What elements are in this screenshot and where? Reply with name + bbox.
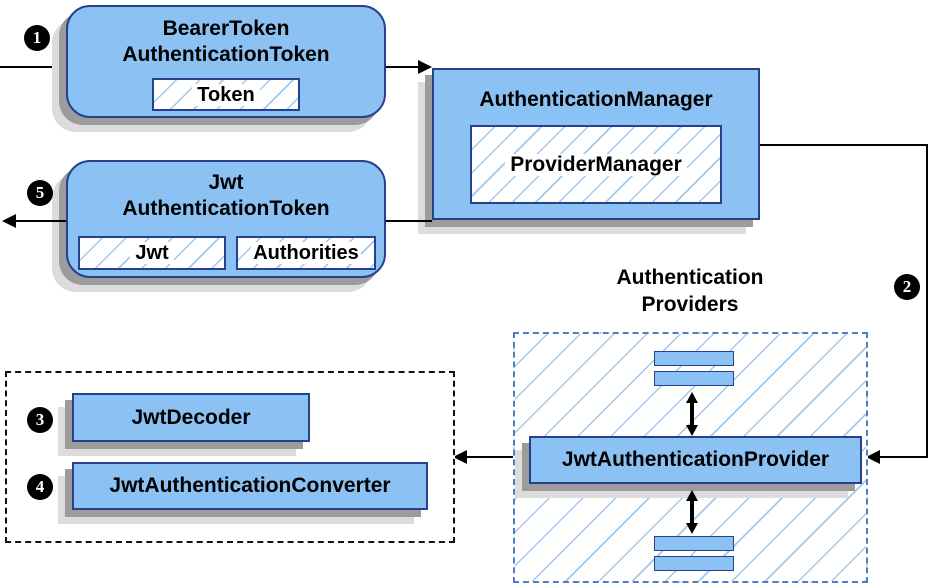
other-provider-bar: [654, 371, 734, 386]
jwt-authentication-provider-label: JwtAuthenticationProvider: [561, 448, 830, 471]
jwt-chip-label: Jwt: [130, 242, 174, 264]
provider-manager-chip: ProviderManager: [470, 125, 722, 204]
jwt-authentication-converter-box: JwtAuthenticationConverter: [72, 462, 428, 510]
authentication-manager-title: AuthenticationManager: [479, 88, 713, 111]
step-2-number: 2: [902, 277, 912, 296]
providers-label-line2: Providers: [641, 293, 739, 316]
step-1-number: 1: [32, 28, 42, 47]
jwt-authentication-provider-box: JwtAuthenticationProvider: [529, 436, 862, 484]
step-4-number: 4: [35, 477, 45, 496]
bearer-token-box-title-line1: BearerToken: [162, 17, 290, 40]
step-2-line-vertical: [926, 144, 928, 458]
step-4-badge: 4: [27, 474, 53, 500]
provider-to-decoder-line: [467, 456, 513, 458]
step-1-badge: 1: [24, 25, 50, 51]
jwt-chip: Jwt: [78, 236, 226, 270]
jwt-token-box-title-line1: Jwt: [208, 171, 244, 194]
token-chip: Token: [152, 78, 300, 111]
other-provider-bar: [654, 351, 734, 366]
step-2-badge: 2: [894, 274, 920, 300]
provider-manager-label: ProviderManager: [505, 153, 687, 176]
token-chip-label: Token: [192, 83, 260, 106]
step-5-number: 5: [35, 183, 45, 202]
step-3-number: 3: [35, 410, 45, 429]
other-provider-bar: [654, 536, 734, 551]
authorities-chip: Authorities: [236, 236, 376, 270]
jwt-decoder-box: JwtDecoder: [72, 393, 310, 442]
step-2-line-horizontal-top: [760, 144, 928, 146]
bearer-to-manager-line: [386, 66, 420, 68]
step-2-arrowhead-icon: [866, 450, 880, 464]
double-arrow-icon: [686, 392, 698, 436]
step-5-line: [16, 220, 66, 222]
incoming-request-line: [0, 66, 66, 68]
provider-to-decoder-arrowhead-icon: [453, 450, 467, 464]
other-provider-bar: [654, 556, 734, 571]
authentication-providers-container: JwtAuthenticationProvider: [513, 332, 868, 583]
bearer-token-authentication-token-box: BearerToken AuthenticationToken Token: [66, 5, 386, 118]
step-5-badge: 5: [27, 180, 53, 206]
jwt-decoder-label: JwtDecoder: [131, 405, 251, 429]
jwt-token-box-title-line2: AuthenticationToken: [122, 197, 330, 220]
jwt-authentication-token-box: Jwt AuthenticationToken Jwt Authorities: [66, 160, 386, 278]
providers-label-line1: Authentication: [616, 266, 764, 289]
jwt-authentication-converter-label: JwtAuthenticationConverter: [109, 474, 391, 497]
double-arrow-icon: [686, 490, 698, 534]
authentication-providers-label: Authentication Providers: [565, 264, 815, 318]
manager-to-jwt-token-line: [386, 220, 432, 222]
authentication-manager-box: AuthenticationManager ProviderManager: [432, 68, 760, 220]
bearer-to-manager-arrowhead-icon: [418, 60, 432, 74]
step-2-line-horizontal-bottom: [880, 456, 928, 458]
bearer-token-box-title-line2: AuthenticationToken: [122, 43, 330, 66]
step-5-arrowhead-icon: [2, 214, 16, 228]
authorities-chip-label: Authorities: [251, 242, 361, 264]
step-3-badge: 3: [27, 407, 53, 433]
